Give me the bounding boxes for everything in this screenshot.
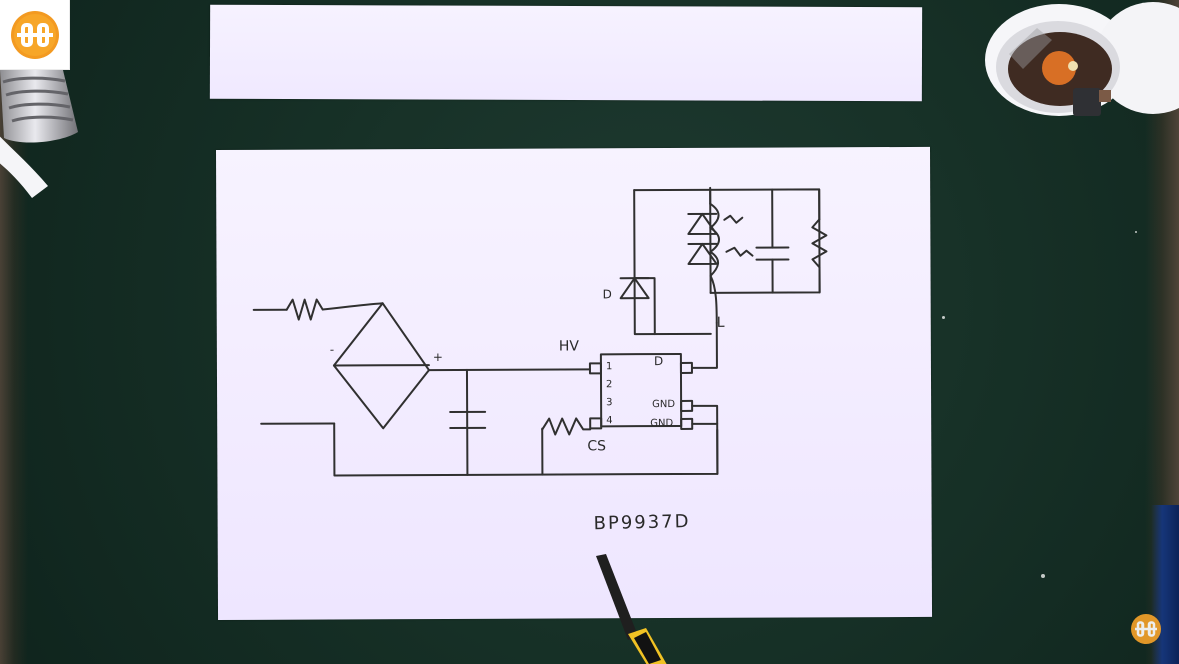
part-number-label: BP9937D (593, 511, 691, 535)
circuit-schematic (252, 186, 828, 477)
pin-2-label: 2 (606, 379, 613, 391)
pin-3-label: 3 (606, 397, 613, 409)
logo-icon (10, 10, 59, 59)
pin-1-label: 1 (605, 361, 613, 373)
table-speck (1041, 574, 1045, 578)
minus-label: - (329, 342, 335, 357)
main-paper-sheet: D - + HV 1 2 3 4 D GND GND CS L BP9937D (216, 146, 933, 620)
cs-label: CS (587, 438, 607, 455)
watermark-icon (1131, 614, 1161, 644)
diode-label-left: D (602, 287, 612, 302)
table-speck (942, 316, 945, 319)
diode-label-right: D (653, 354, 664, 369)
gnd-upper-label: GND (652, 398, 676, 411)
hv-label: HV (558, 338, 580, 355)
left-bulb (0, 60, 78, 198)
plus-label: + (432, 350, 443, 365)
channel-logo (0, 0, 70, 70)
right-bulb-module (985, 2, 1179, 116)
gnd-lower-label: GND (650, 418, 674, 430)
table-speck (1135, 231, 1137, 233)
inductor-label: L (716, 314, 725, 331)
top-paper-sheet (209, 4, 923, 102)
pointer-pen (596, 554, 667, 664)
pin-4-label: 4 (606, 415, 613, 427)
watermark-logo (1129, 612, 1163, 646)
